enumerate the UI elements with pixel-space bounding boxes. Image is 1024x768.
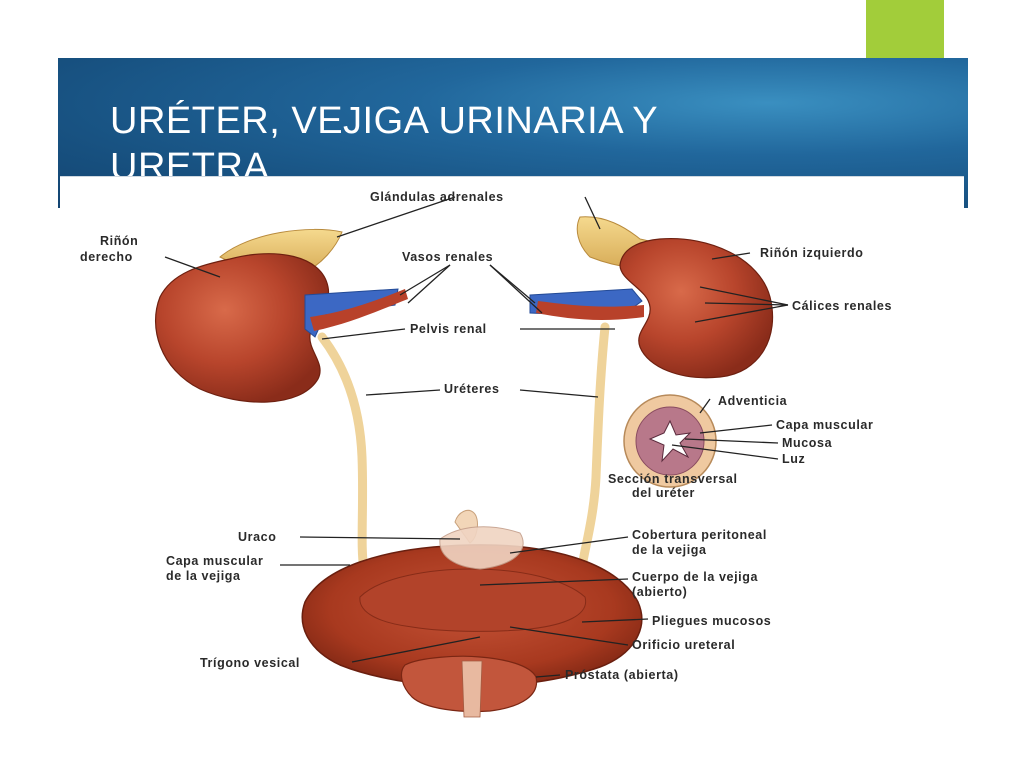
- leader-uraco: [299, 536, 461, 540]
- label-cobertura-2: de la vejiga: [632, 543, 707, 557]
- left-kidney: [619, 237, 774, 379]
- leader-right-kidney: [164, 256, 221, 278]
- leader-calyces-3: [694, 304, 789, 323]
- label-orificio: Orificio ureteral: [632, 638, 735, 652]
- leader-orificio: [509, 626, 629, 646]
- right-kidney: [155, 253, 330, 403]
- label-pliegues: Pliegues mucosos: [652, 614, 771, 628]
- label-rinon-derecho-2: derecho: [80, 250, 133, 264]
- label-mucosa: Mucosa: [782, 436, 833, 450]
- leader-adrenal-right: [584, 196, 601, 230]
- leader-luz: [671, 444, 779, 460]
- label-prostata: Próstata (abierta): [565, 668, 679, 682]
- label-rinon-izquierdo: Riñón izquierdo: [760, 246, 863, 260]
- urinary-system-figure: Glándulas adrenales Riñón derecho Vasos …: [60, 176, 964, 737]
- leader-calyces-2: [704, 302, 789, 306]
- label-capa-muscular-vejiga-1: Capa muscular: [166, 554, 263, 568]
- label-capa-muscular-vejiga-2: de la vejiga: [166, 569, 241, 583]
- label-cuerpo-1: Cuerpo de la vejiga: [632, 570, 758, 584]
- leader-prostata: [535, 674, 561, 678]
- label-pelvis-renal: Pelvis renal: [410, 322, 487, 336]
- leader-adrenal-left: [336, 196, 456, 238]
- left-ureter: [577, 322, 610, 572]
- leader-renal-vessels-1: [399, 264, 451, 296]
- label-luz: Luz: [782, 452, 805, 466]
- label-vasos-renales: Vasos renales: [402, 250, 493, 264]
- ureter-cross-section-lumen: [648, 419, 692, 463]
- label-cobertura-1: Cobertura peritoneal: [632, 528, 767, 542]
- leader-left-kidney: [711, 252, 751, 260]
- leader-renal-vessels-2: [407, 264, 451, 304]
- urinary-system-diagram: Glándulas adrenales Riñón derecho Vasos …: [80, 190, 892, 718]
- leader-renal-vessels-4: [489, 264, 543, 314]
- leader-ureters-1: [365, 389, 441, 396]
- leader-renal-pelvis-1: [321, 328, 406, 340]
- label-adventicia: Adventicia: [718, 394, 788, 408]
- leader-adventicia: [699, 398, 711, 414]
- label-uraco: Uraco: [238, 530, 276, 544]
- bladder-opened-body: [359, 568, 587, 632]
- leader-ureters-2: [519, 389, 599, 398]
- label-seccion-2: del uréter: [632, 486, 695, 500]
- leader-capa-muscular: [699, 424, 773, 434]
- label-glandulas-adrenales: Glándulas adrenales: [370, 190, 504, 204]
- left-renal-artery: [536, 301, 644, 320]
- leader-cobertura: [509, 536, 629, 554]
- label-trigono: Trígono vesical: [200, 656, 300, 670]
- right-renal-artery: [310, 289, 408, 331]
- leader-mucosa: [684, 438, 779, 444]
- leader-cuerpo: [479, 578, 629, 586]
- urethra: [461, 660, 483, 718]
- leader-trigono: [351, 636, 481, 663]
- label-ureteres: Uréteres: [444, 382, 500, 396]
- label-calices-renales: Cálices renales: [792, 299, 892, 313]
- label-cuerpo-2: (abierto): [632, 585, 687, 599]
- label-seccion-1: Sección transversal: [608, 472, 738, 486]
- right-ureter: [317, 332, 369, 574]
- label-rinon-derecho-1: Riñón: [100, 234, 138, 248]
- label-capa-muscular: Capa muscular: [776, 418, 873, 432]
- leader-pliegues: [581, 618, 649, 623]
- leader-calyces-1: [699, 286, 789, 306]
